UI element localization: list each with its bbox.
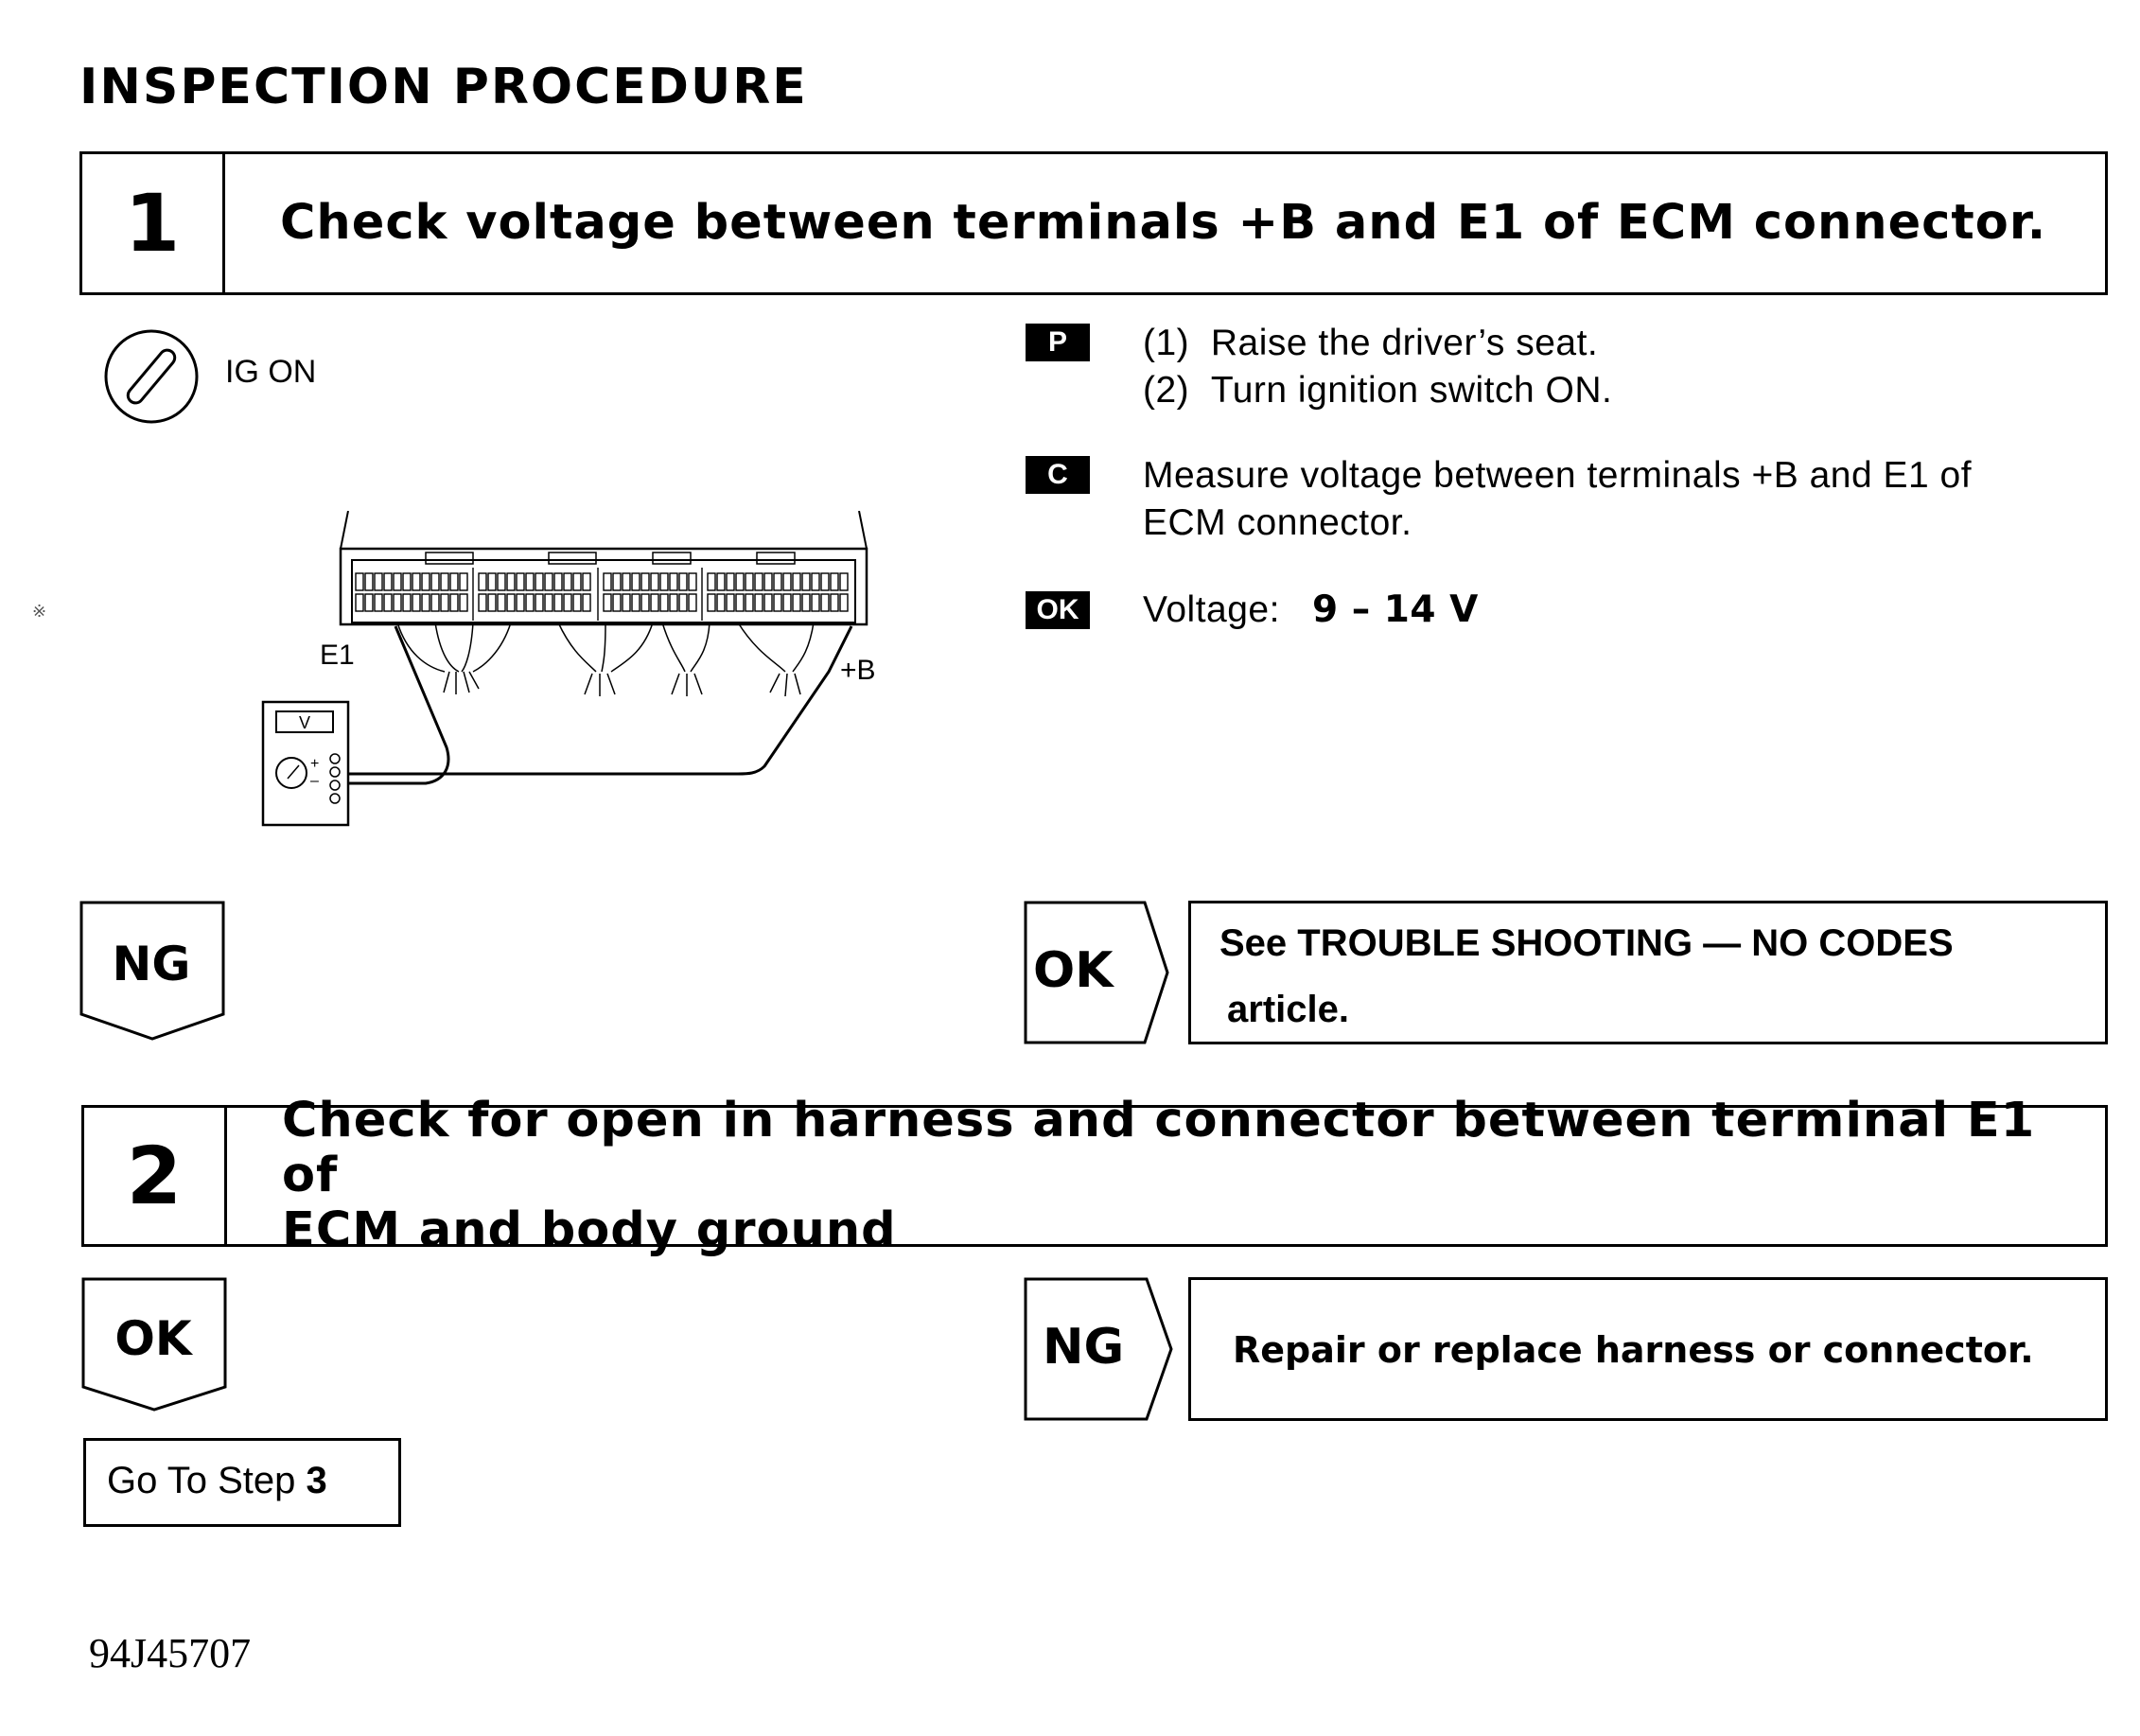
ok-voltage-line: Voltage: 9 – 14 V [1143, 587, 1479, 634]
ng-arrow-shape [79, 901, 225, 1041]
ok-result-line-2: article. [1227, 989, 1349, 1030]
e1-label: E1 [320, 640, 355, 671]
step-1-box: 1 Check voltage between terminals +B and… [79, 151, 2108, 295]
svg-text:–: – [310, 773, 319, 789]
go-to-step-3-box[interactable]: Go To Step 3 [83, 1438, 401, 1527]
plus-b-label: +B [840, 655, 876, 686]
step-2-title-line-1: Check for open in harness and connector … [282, 1093, 2036, 1203]
page-heading: INSPECTION PROCEDURE [79, 59, 808, 115]
meter-label: V [299, 713, 310, 732]
ng-label-step1: NG [112, 937, 191, 991]
ig-on-label: IG ON [225, 354, 317, 390]
ignition-key-icon [104, 329, 199, 424]
ok-badge: OK [1026, 591, 1090, 629]
step-2-number: 2 [84, 1108, 227, 1244]
p-line-1-text: Raise the driver’s seat. [1210, 323, 1599, 363]
ok-arrow-shape [1024, 901, 1169, 1044]
c-line-2: ECM connector. [1143, 502, 1412, 543]
go-to-step-text: Go To Step 3 [107, 1460, 327, 1502]
p-line-2-text: Turn ignition switch ON. [1210, 370, 1613, 411]
ng-right-arrow-shape [1024, 1277, 1173, 1421]
ng-result-box-step2: Repair or replace harness or connector. [1188, 1277, 2108, 1421]
step-1-number: 1 [82, 154, 225, 292]
step-2-title-line-2: ECM and body ground [282, 1202, 897, 1258]
figure-code: 94J45707 [89, 1630, 252, 1676]
ok-result-box-step1: See TROUBLE SHOOTING — NO CODES article. [1188, 901, 2108, 1044]
ok-label-step2: OK [114, 1311, 192, 1366]
p-line-2: (2) Turn ignition switch ON. [1143, 367, 1612, 414]
ok-down-arrow-shape [81, 1277, 227, 1412]
go-to-step-number: 3 [306, 1460, 327, 1501]
step-1-title: Check voltage between terminals +B and E… [280, 195, 2047, 251]
ok-label-step1: OK [1033, 942, 1114, 999]
p-line-1: (1) Raise the driver’s seat. [1143, 320, 1598, 367]
c-line-1: Measure voltage between terminals +B and… [1143, 455, 1973, 496]
ok-voltage-value: 9 – 14 V [1311, 588, 1479, 631]
p-badge: P [1026, 324, 1090, 361]
margin-mark: ※ [32, 602, 47, 621]
ecm-connector-diagram: V + – E1 +B [261, 511, 876, 827]
p-line-1-num: (1) [1143, 323, 1190, 363]
go-to-step-prefix: Go To Step [107, 1460, 307, 1501]
ok-voltage-label: Voltage: [1143, 589, 1280, 630]
ng-label-step2: NG [1043, 1319, 1125, 1376]
ok-result-line-1: See TROUBLE SHOOTING — NO CODES [1219, 922, 1954, 964]
c-badge: C [1026, 456, 1090, 494]
step-2-box: 2 Check for open in harness and connecto… [81, 1094, 2108, 1258]
ng-result-text: Repair or replace harness or connector. [1233, 1329, 2034, 1371]
svg-text:+: + [310, 756, 319, 772]
step-2-title: Check for open in harness and connector … [227, 1094, 2105, 1258]
p-line-2-num: (2) [1143, 370, 1190, 411]
